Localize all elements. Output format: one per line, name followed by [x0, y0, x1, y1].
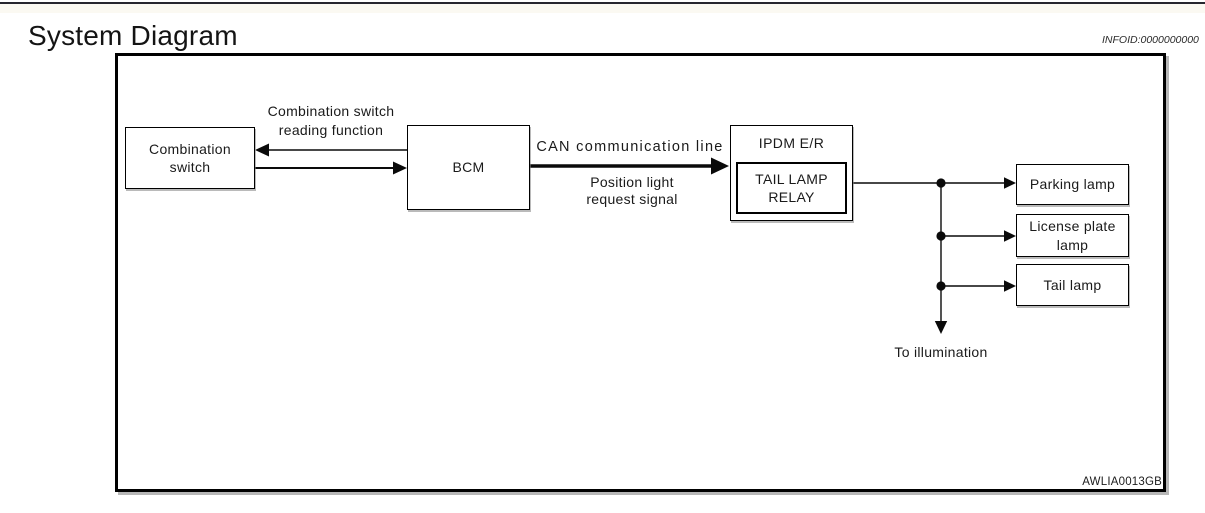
top-page-rule — [0, 2, 1205, 4]
node-tail-lamp: Tail lamp — [1016, 264, 1129, 306]
node-tail-lamp-relay: TAIL LAMP RELAY — [736, 162, 847, 214]
node-license-plate-lamp: License plate lamp — [1016, 214, 1129, 257]
infoid-label: INFOID:0000000000 — [1102, 34, 1199, 46]
label-to-illumination: To illumination — [894, 344, 988, 360]
node-ipdm-er: IPDM E/R TAIL LAMP RELAY — [730, 125, 853, 221]
figure-code: AWLIA0013GB — [1082, 476, 1162, 488]
top-page-band — [0, 4, 1205, 13]
label-can-communication-line: CAN communication line — [536, 139, 724, 155]
diagram-frame — [115, 53, 1166, 492]
label-position-light-request-signal: Position light request signal — [586, 174, 678, 207]
node-combination-switch: Combination switch — [125, 127, 255, 189]
node-parking-lamp: Parking lamp — [1016, 164, 1129, 205]
node-bcm: BCM — [407, 125, 530, 210]
page-title: System Diagram — [28, 20, 238, 51]
label-combination-switch-reading-function: Combination switch reading function — [267, 103, 395, 138]
ipdm-er-label: IPDM E/R — [758, 135, 825, 151]
